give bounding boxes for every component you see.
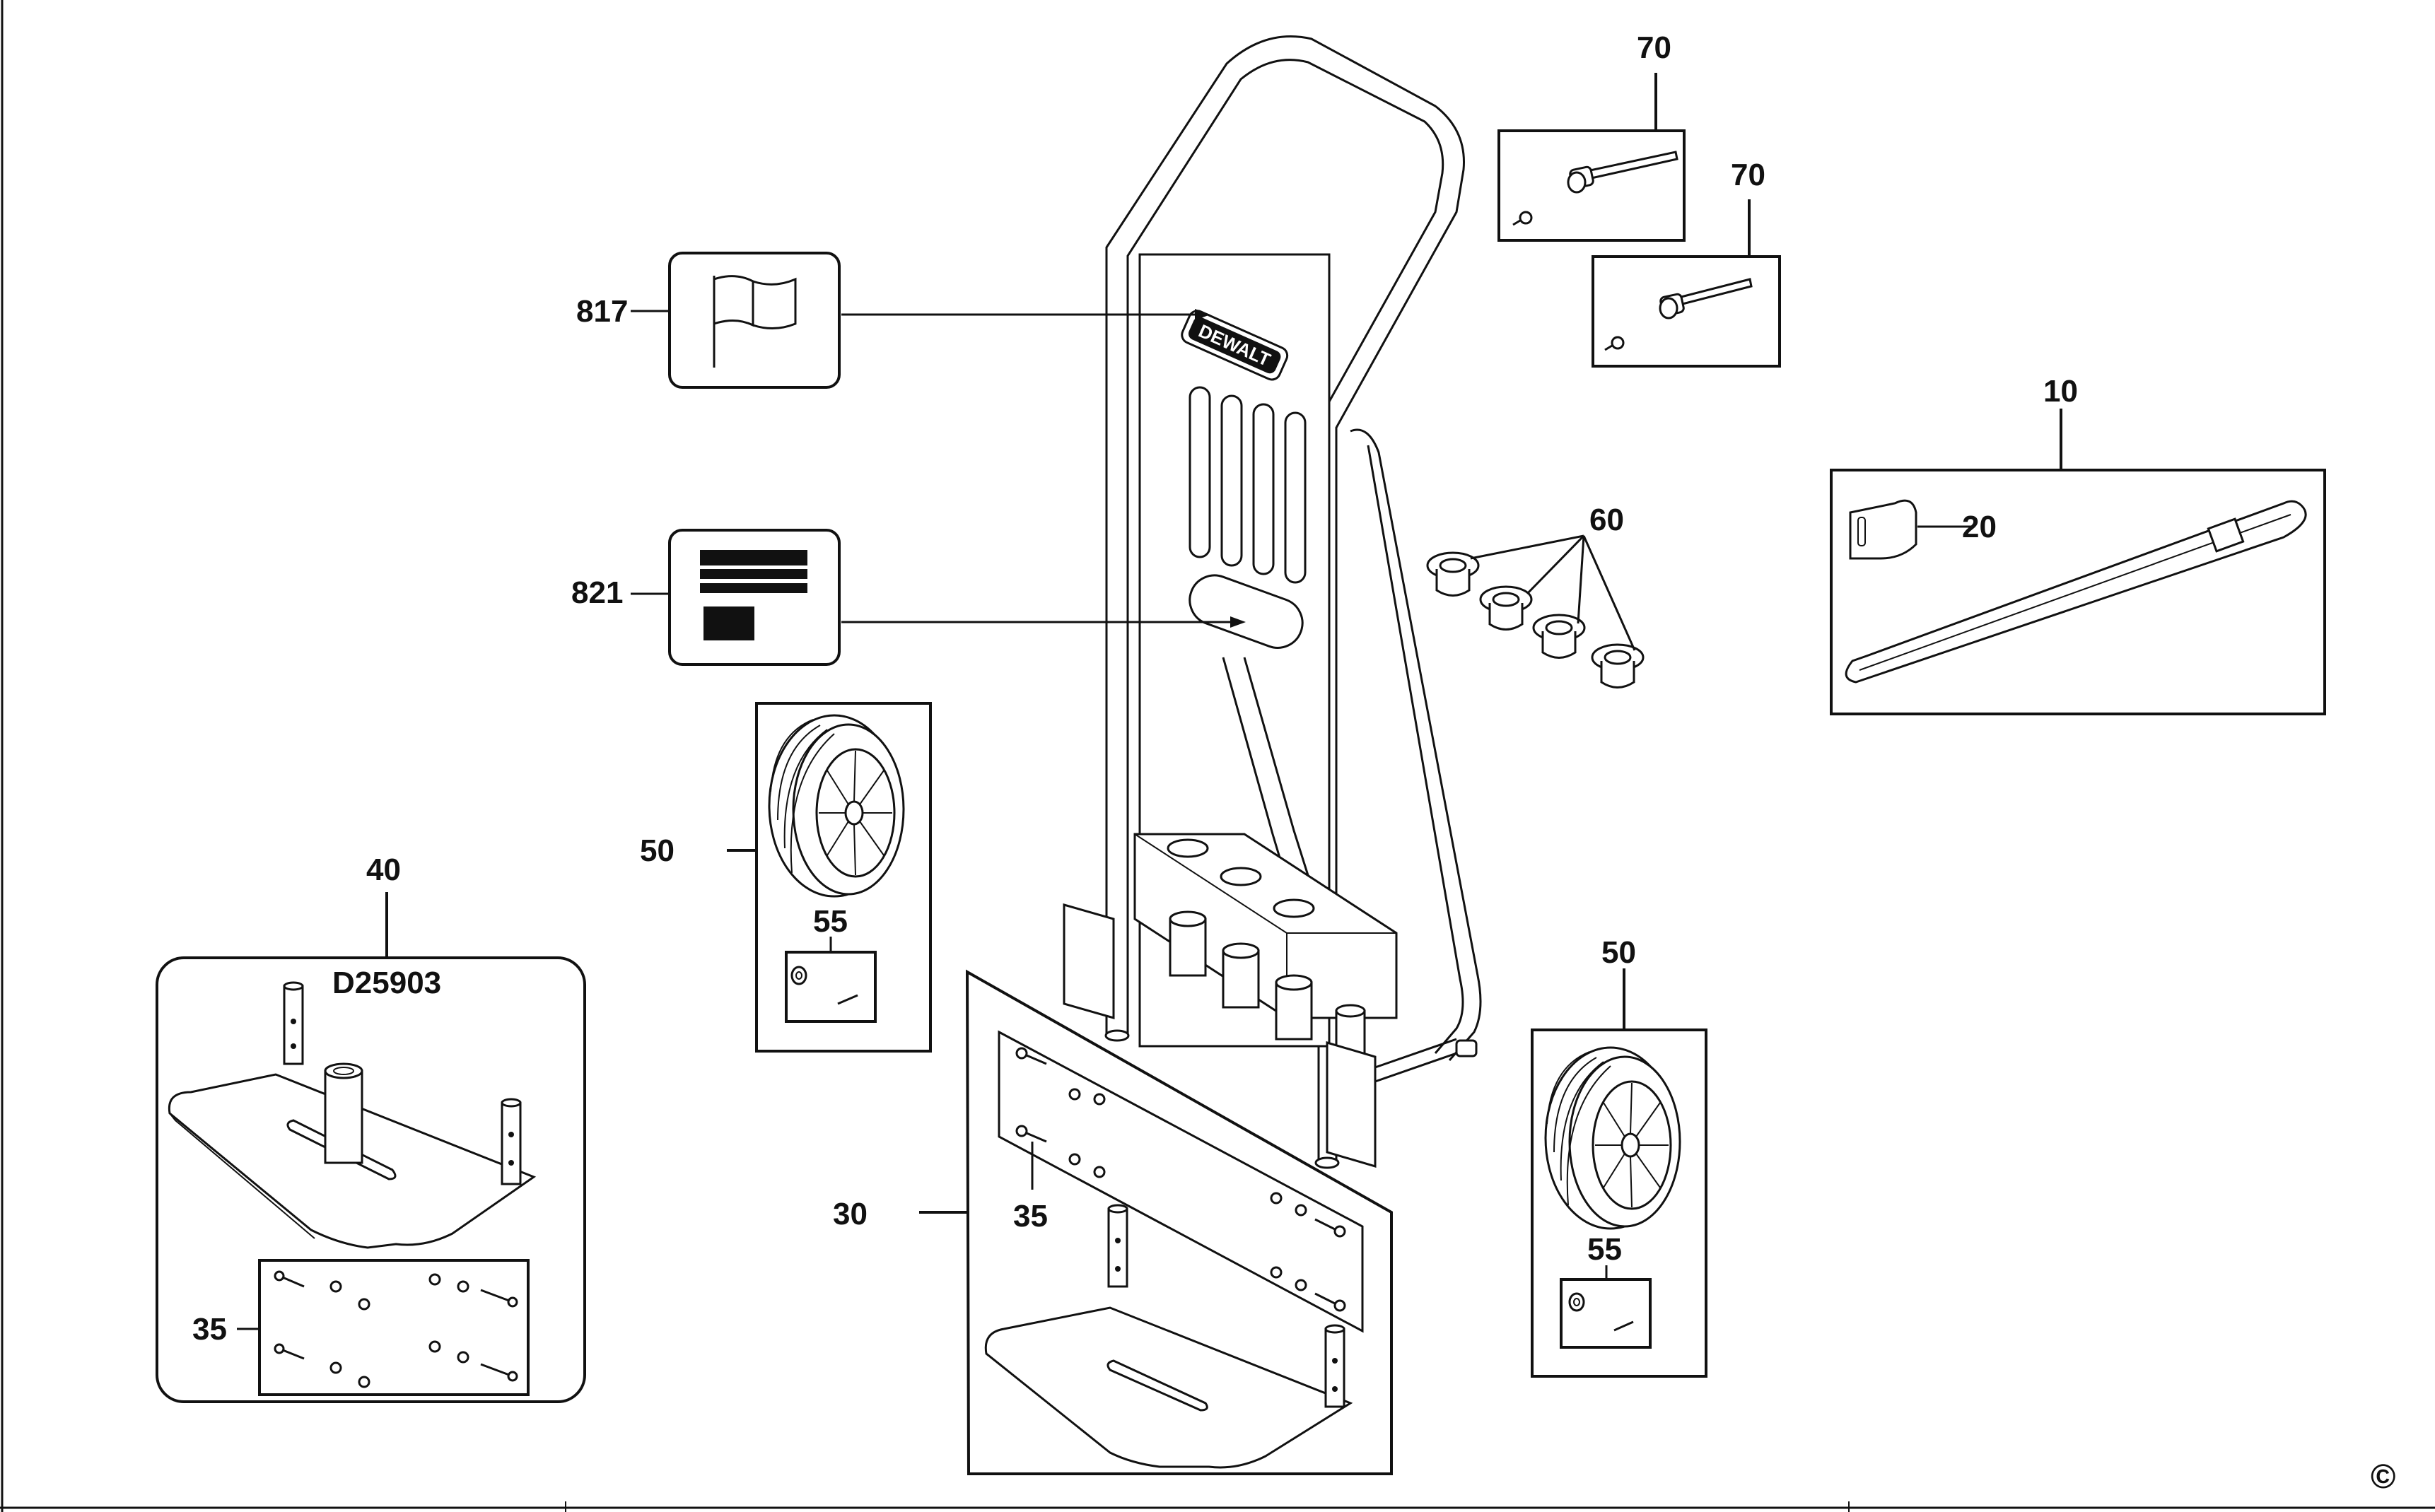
callout-70-upper: 70 xyxy=(1637,30,1671,65)
callout-50-left: 50 xyxy=(640,833,675,868)
callout-50-right: 50 xyxy=(1601,935,1636,970)
bushings-60 xyxy=(1426,534,1645,688)
callout-55-left: 55 xyxy=(813,904,848,939)
bushing-4 xyxy=(1591,643,1645,688)
pin-70-box-upper xyxy=(1497,73,1686,242)
dewalt-logo: DEWALT xyxy=(1181,310,1289,381)
callout-60: 60 xyxy=(1589,503,1624,537)
label-817-box xyxy=(631,252,1210,389)
callout-55-right: 55 xyxy=(1587,1232,1622,1267)
base-plate-30-box xyxy=(919,969,1393,1475)
copyright-mark: © xyxy=(2371,1458,2395,1496)
wheel-50-box-left xyxy=(727,702,932,1053)
callout-35-assembly: 35 xyxy=(1013,1199,1048,1233)
bolt-set-right xyxy=(428,1273,518,1382)
wheel-50-box-right xyxy=(1531,968,1707,1378)
bolt-set-left xyxy=(274,1270,370,1388)
callout-10: 10 xyxy=(2043,374,2078,409)
callout-817: 817 xyxy=(576,294,628,329)
hand-truck-frame: DEWALT xyxy=(1063,35,1482,1169)
callout-d25903: D25903 xyxy=(332,966,441,1000)
bushing-3 xyxy=(1532,614,1586,659)
callout-70-lower: 70 xyxy=(1731,158,1765,192)
panel-bolts xyxy=(1015,1047,1346,1312)
label-821-box xyxy=(631,529,1246,666)
callout-30: 30 xyxy=(833,1197,868,1231)
callout-821: 821 xyxy=(571,575,623,610)
bushing-2 xyxy=(1479,585,1533,631)
callout-35-kit: 35 xyxy=(192,1312,227,1347)
callout-40: 40 xyxy=(366,852,401,887)
pin-70-box-lower xyxy=(1592,199,1781,368)
strap-10-box xyxy=(1830,409,2326,715)
base-plate-kit-40 xyxy=(156,892,586,1403)
bushing-1 xyxy=(1426,551,1480,597)
callout-20: 20 xyxy=(1962,510,1997,544)
